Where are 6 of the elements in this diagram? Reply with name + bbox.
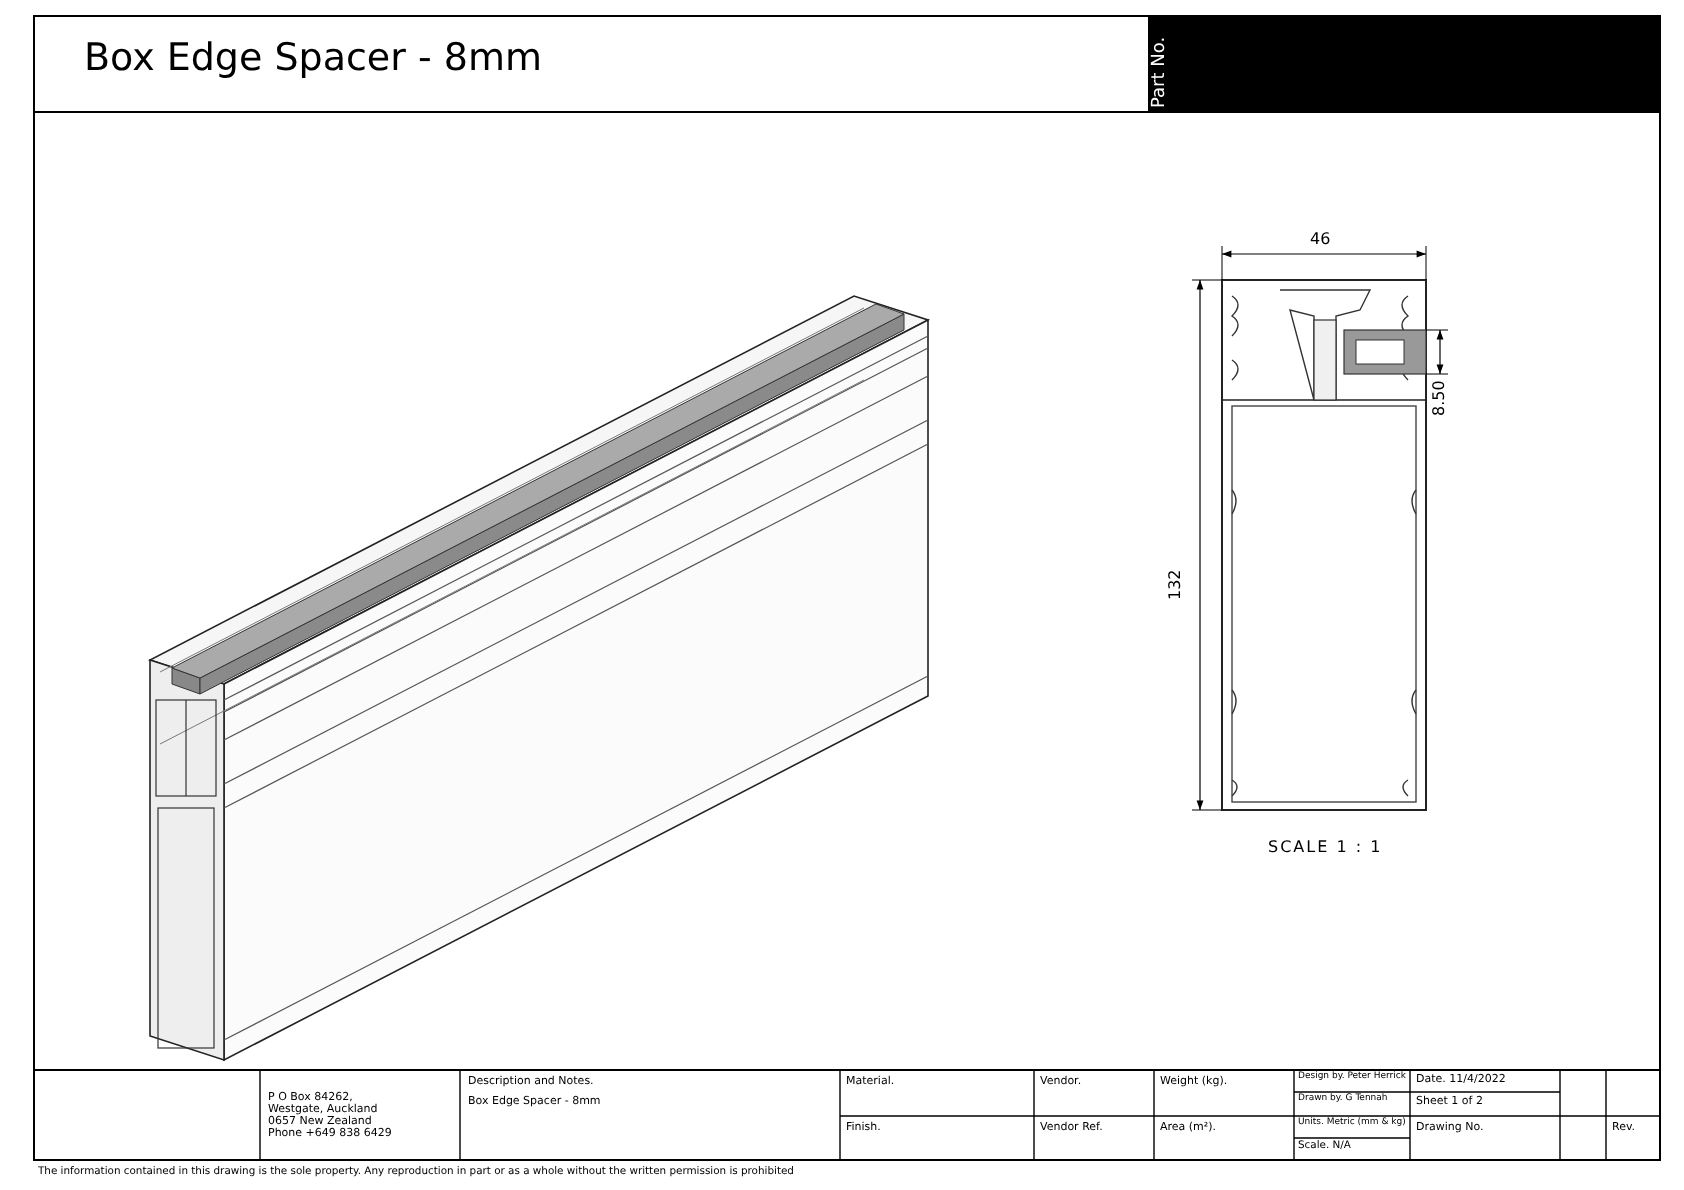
scale-label: SCALE 1 : 1	[1268, 840, 1383, 858]
dimension-value: 8.50	[1432, 380, 1450, 416]
drawing-title: Box Edge Spacer - 8mm	[84, 38, 542, 80]
dimension-value: 132	[1168, 569, 1186, 600]
dimension-value: 46	[1310, 232, 1331, 250]
part-number-label: Part No.	[1152, 36, 1172, 108]
